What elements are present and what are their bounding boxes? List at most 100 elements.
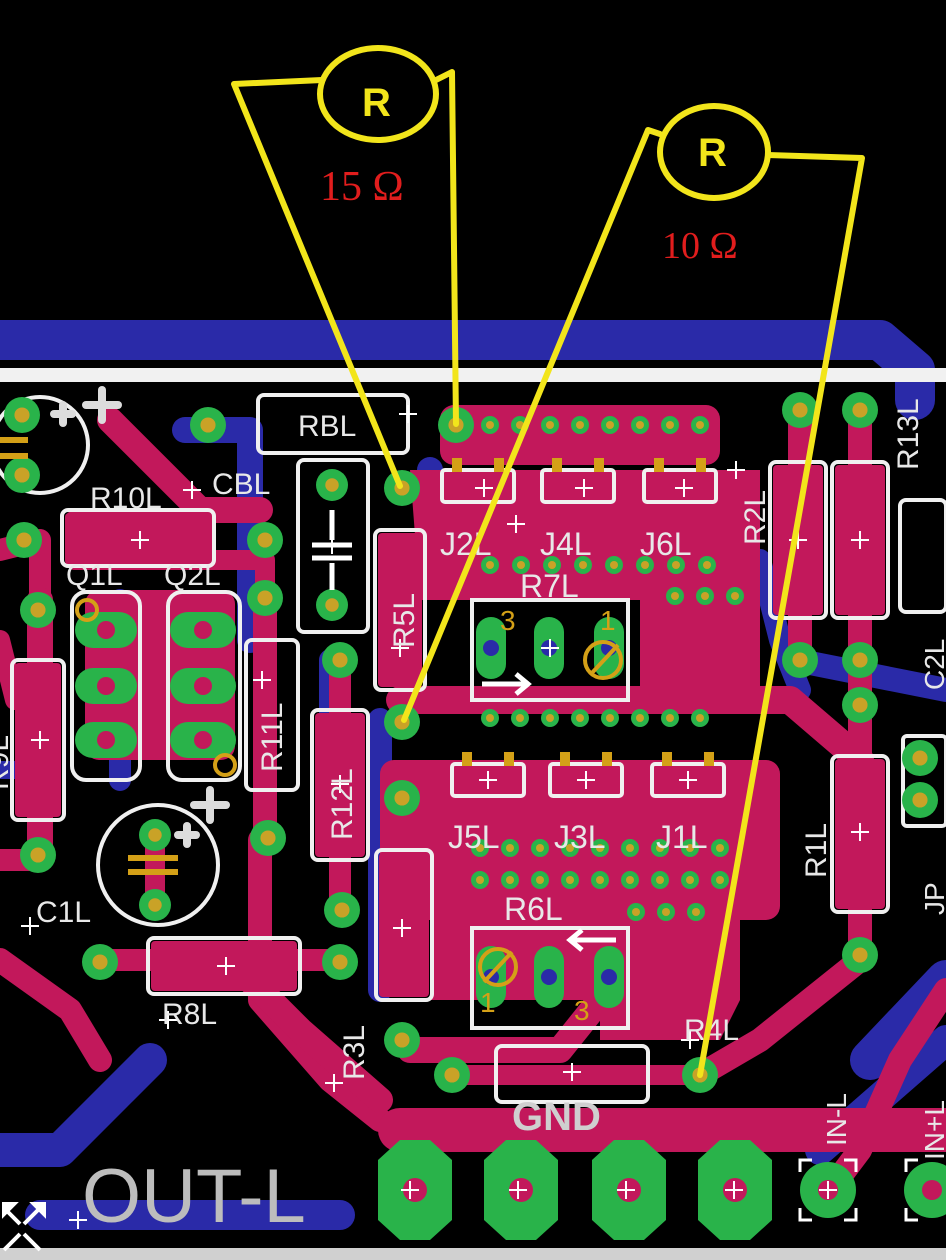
outline-r10l: [60, 508, 216, 568]
via-drill: [476, 876, 484, 884]
origin-crosshair: [679, 771, 697, 789]
via-drill: [506, 844, 514, 852]
origin-crosshair: [479, 771, 497, 789]
wire-r2-left: [401, 127, 663, 723]
move-cursor-icon: [2, 1202, 46, 1252]
origin-crosshair: [183, 481, 201, 499]
label-in-plus-l: IN+L: [919, 1100, 946, 1160]
pad-drill: [792, 652, 808, 668]
label-q1l: Q1L: [66, 559, 123, 592]
label-jp-partial: JP: [919, 882, 946, 915]
pad-drill: [92, 954, 108, 970]
via-drill: [641, 561, 649, 569]
origin-crosshair: [131, 531, 149, 549]
pad-drill: [394, 790, 410, 806]
silkscreen-labels: RBL R10L CBL Q1L Q2L R5L J2L J4L J6L R2L…: [0, 398, 946, 1239]
via-drill: [716, 876, 724, 884]
wire-r2-right: [697, 152, 865, 1078]
via-drill: [636, 421, 644, 429]
pad-drill: [30, 602, 46, 618]
via-drill: [576, 714, 584, 722]
label-r9l-partial: R9L: [0, 735, 15, 790]
origin-crosshair: [21, 917, 39, 935]
via-drill: [696, 714, 704, 722]
via-drill: [596, 844, 604, 852]
via-drill: [548, 561, 556, 569]
via-drill: [606, 714, 614, 722]
via-drill: [517, 561, 525, 569]
pot-wiper-markers: [75, 598, 623, 987]
outline-jp: [901, 734, 946, 828]
outline-r8l: [146, 936, 302, 996]
label-cbl: CBL: [212, 468, 270, 501]
origin-crosshairs: [21, 405, 869, 1229]
pad-drill: [852, 402, 868, 418]
origin-crosshair: [401, 1181, 419, 1199]
cbl-symbol: [312, 510, 352, 590]
via-drill: [666, 714, 674, 722]
label-r8l: R8L: [162, 998, 217, 1031]
label-j4l: J4L: [540, 526, 592, 562]
outline-r13l: [830, 460, 890, 620]
via-drill: [656, 844, 664, 852]
via-drill: [536, 844, 544, 852]
via-drill: [486, 561, 494, 569]
outline-r6l: [470, 926, 630, 1030]
label-r11l: R11L: [256, 703, 289, 773]
via-drill: [656, 876, 664, 884]
label-r3l: R3L: [338, 1025, 371, 1080]
label-pot-top-1: 1: [600, 605, 616, 636]
via-drill: [486, 421, 494, 429]
outline-r1l: [830, 754, 890, 914]
annotation-resistor-wires: [231, 69, 865, 1078]
label-out-l: OUT-L: [82, 1154, 306, 1239]
origin-crosshair: [681, 1031, 699, 1049]
pad-drill: [852, 652, 868, 668]
origin-crosshair: [159, 1011, 177, 1029]
label-in-l: IN-L: [821, 1093, 852, 1146]
origin-crosshair: [253, 671, 271, 689]
via-drill: [686, 876, 694, 884]
label-r12l: R12L: [326, 768, 359, 840]
pad-drill: [852, 947, 868, 963]
label-r13l: R13L: [892, 398, 925, 470]
origin-crosshair: [509, 1181, 527, 1199]
via-drill: [576, 421, 584, 429]
pad-drill: [200, 417, 216, 433]
origin-crosshair: [507, 515, 525, 533]
via-drill: [486, 714, 494, 722]
label-r10l: R10L: [90, 482, 162, 515]
origin-crosshair: [725, 1181, 743, 1199]
label-pot-bot-1: 1: [480, 987, 496, 1018]
via-drill: [546, 714, 554, 722]
outline-q1l: [70, 590, 142, 782]
origin-crosshair: [851, 823, 869, 841]
origin-crosshair: [563, 1063, 581, 1081]
resistor-symbol-2: [657, 103, 771, 201]
resistor-2-value: 10 Ω: [662, 225, 738, 267]
pad-drill: [792, 402, 808, 418]
via-drill: [701, 592, 709, 600]
wire-r1-right: [433, 69, 459, 427]
label-r7l: R7L: [520, 568, 579, 604]
origin-crosshair: [475, 479, 493, 497]
outline-r3l: [374, 848, 434, 1002]
jumper-pads: [446, 458, 720, 792]
resistor-symbol-1: [317, 45, 439, 143]
origin-crosshair: [617, 1181, 635, 1199]
via-drill: [579, 561, 587, 569]
via-drill: [546, 421, 554, 429]
origin-crosshair: [391, 639, 409, 657]
origin-crosshair: [323, 536, 341, 554]
via-drill: [662, 908, 670, 916]
origin-crosshair: [331, 775, 349, 793]
annotation-resistor-symbols: [317, 45, 771, 201]
via-drill: [626, 876, 634, 884]
pad-drill: [394, 1032, 410, 1048]
label-q2l: Q2L: [164, 559, 221, 592]
annotation-resistor-values: 15 Ω 10 Ω: [320, 164, 738, 267]
origin-crosshair: [31, 731, 49, 749]
pad-drill: [325, 478, 339, 492]
pad-drill: [14, 407, 30, 423]
via-drill: [636, 714, 644, 722]
